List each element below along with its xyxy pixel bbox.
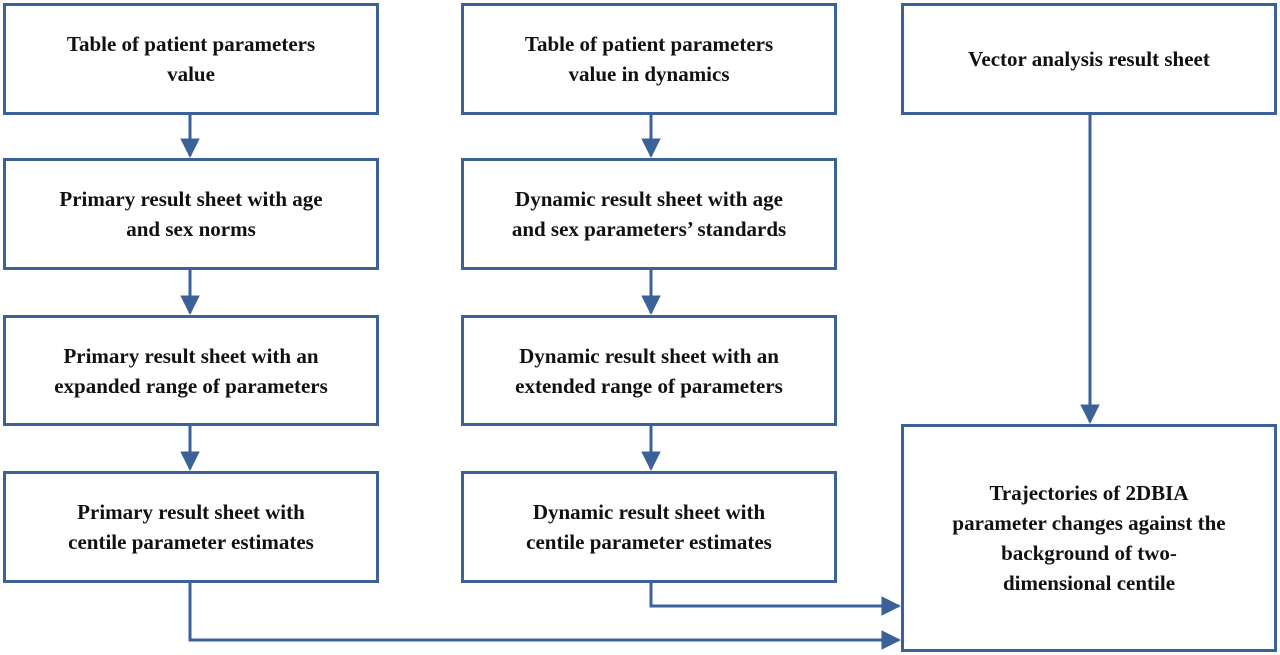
node-label: Table of patient parameters value <box>66 32 316 86</box>
node-dynamic-extended: Dynamic result sheet with an extended ra… <box>461 315 837 426</box>
node-primary-norms: Primary result sheet with age and sex no… <box>3 158 379 270</box>
node-dynamic-centile: Dynamic result sheet with centile parame… <box>461 471 837 583</box>
node-dynamic-standards: Dynamic result sheet with age and sex pa… <box>461 158 837 270</box>
node-dynamics-table: Table of patient parameters value in dyn… <box>461 3 837 115</box>
node-label: Dynamic result sheet with an extended ra… <box>515 343 783 398</box>
arrow-dynamic-centile-to-trajectories <box>649 583 901 616</box>
node-label: Primary result sheet with centile parame… <box>68 500 314 554</box>
node-label: Dynamic result sheet with age and sex pa… <box>511 187 787 241</box>
node-label: Primary result sheet with age and sex no… <box>59 187 323 241</box>
node-vector-sheet: Vector analysis result sheet <box>901 3 1277 115</box>
node-label: Vector analysis result sheet <box>968 47 1210 71</box>
node-patient-table: Table of patient parameters value <box>3 3 379 115</box>
node-trajectories: Trajectories of 2DBIA parameter changes … <box>901 424 1277 652</box>
node-label: Dynamic result sheet with centile parame… <box>526 500 772 554</box>
node-primary-centile: Primary result sheet with centile parame… <box>3 471 379 583</box>
node-primary-expanded: Primary result sheet with an expanded ra… <box>3 315 379 426</box>
node-label: Primary result sheet with an expanded ra… <box>54 343 328 398</box>
arrow-primary-centile-to-trajectories <box>188 583 901 650</box>
node-label: Trajectories of 2DBIA parameter changes … <box>952 481 1226 595</box>
node-label: Table of patient parameters value in dyn… <box>524 32 774 86</box>
